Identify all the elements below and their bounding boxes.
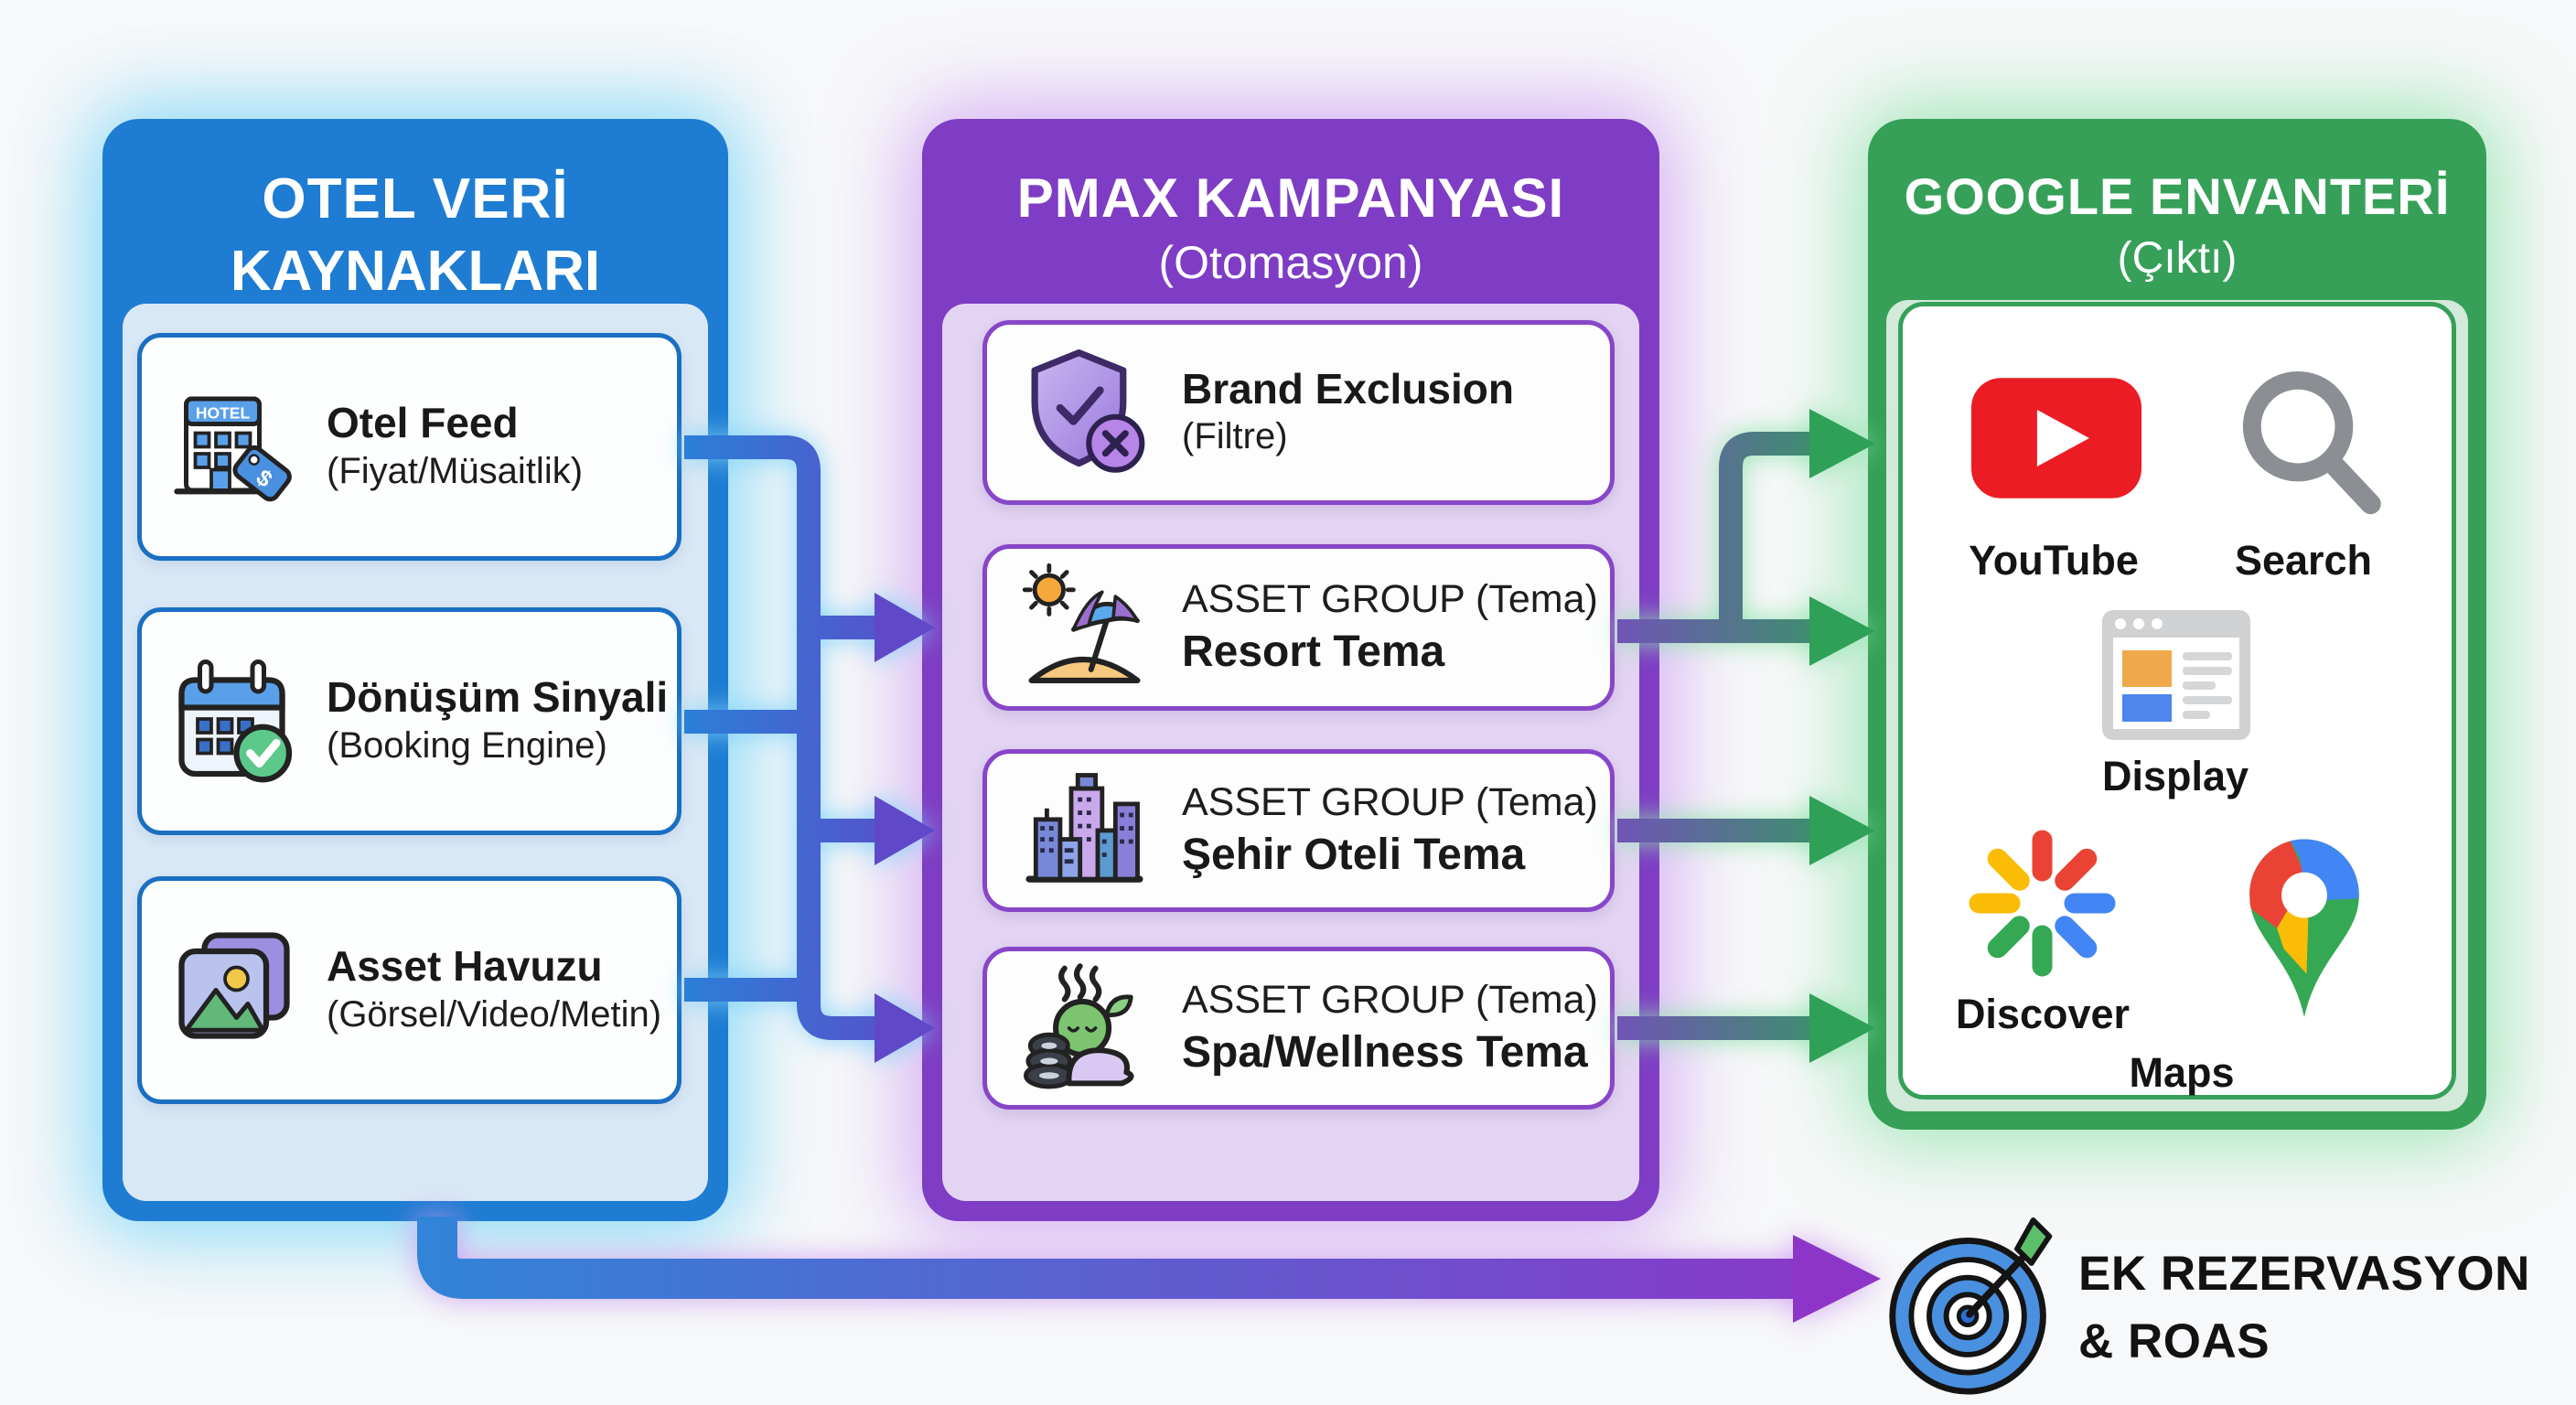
otel-feed-text: Otel Feed (Fiyat/Müsaitlik) bbox=[327, 399, 583, 495]
sehir-theme: Şehir Oteli Tema bbox=[1182, 830, 1526, 879]
asset-havuzu-subtitle: (Görsel/Video/Metin) bbox=[327, 993, 662, 1035]
svg-text:HOTEL: HOTEL bbox=[196, 403, 251, 422]
asset-havuzu-text: Asset Havuzu (Görsel/Video/Metin) bbox=[327, 942, 661, 1038]
resort-text: ASSET GROUP (Tema) Resort Tema bbox=[1182, 575, 1598, 680]
card-asset-group-sehir: ASSET GROUP (Tema) Şehir Oteli Tema bbox=[982, 749, 1615, 912]
resort-theme: Resort Tema bbox=[1182, 627, 1445, 676]
panel-pmax-campaign: PMAX KAMPANYASI (Otomasyon) bbox=[922, 119, 1659, 1221]
discover-label: Discover bbox=[1955, 991, 2131, 1037]
panel-google-inventory: GOOGLE ENVANTERİ (Çıktı) YouTube Search bbox=[1868, 119, 2486, 1130]
card-asset-group-spa: ASSET GROUP (Tema) Spa/Wellness Tema bbox=[982, 947, 1615, 1110]
otel-feed-title: Otel Feed bbox=[327, 399, 519, 447]
inventory-channels-card: YouTube Search bbox=[1898, 302, 2456, 1099]
spa-text: ASSET GROUP (Tema) Spa/Wellness Tema bbox=[1182, 976, 1598, 1080]
arrow-to-outcome bbox=[417, 1217, 1881, 1323]
donusum-sinyali-text: Dönüşüm Sinyali (Booking Engine) bbox=[327, 673, 668, 769]
brand-exclusion-subtitle: (Filtre) bbox=[1182, 416, 1288, 457]
sources-title-line1: OTEL VERİ bbox=[262, 167, 569, 231]
brand-exclusion-title: Brand Exclusion bbox=[1182, 364, 1514, 413]
otel-feed-subtitle: (Fiyat/Müsaitlik) bbox=[327, 450, 584, 491]
outcome-line2: & ROAS bbox=[2078, 1314, 2270, 1369]
sehir-group-label: ASSET GROUP (Tema) bbox=[1182, 780, 1598, 825]
brand-exclusion-text: Brand Exclusion (Filtre) bbox=[1182, 365, 1514, 461]
image-assets-icon bbox=[166, 919, 303, 1061]
discover-icon bbox=[1962, 823, 2122, 988]
card-asset-havuzu: Asset Havuzu (Görsel/Video/Metin) bbox=[137, 876, 682, 1104]
calendar-check-icon bbox=[166, 650, 303, 792]
resort-group-label: ASSET GROUP (Tema) bbox=[1182, 577, 1598, 622]
sehir-text: ASSET GROUP (Tema) Şehir Oteli Tema bbox=[1182, 778, 1598, 883]
donusum-sinyali-title: Dönüşüm Sinyali bbox=[327, 673, 669, 722]
hotel-icon: HOTEL $ bbox=[166, 376, 303, 518]
shield-exclusion-icon bbox=[1018, 344, 1151, 481]
spa-group-label: ASSET GROUP (Tema) bbox=[1182, 978, 1598, 1023]
maps-pin-icon bbox=[2235, 832, 2374, 1031]
spa-stones-icon bbox=[1018, 960, 1151, 1097]
campaign-panel-title: PMAX KAMPANYASI (Otomasyon) bbox=[922, 166, 1659, 296]
display-ad-icon bbox=[2102, 610, 2250, 745]
outcome-line1: EK REZERVASYON bbox=[2078, 1247, 2530, 1301]
spa-theme: Spa/Wellness Tema bbox=[1182, 1027, 1588, 1077]
search-icon bbox=[2230, 363, 2388, 531]
target-arrow-icon bbox=[1883, 1213, 2062, 1405]
campaign-title: PMAX KAMPANYASI bbox=[1016, 167, 1565, 229]
asset-havuzu-title: Asset Havuzu bbox=[327, 942, 603, 991]
youtube-label: YouTube bbox=[1969, 537, 2139, 584]
sources-title-line2: KAYNAKLARI bbox=[230, 240, 601, 304]
city-buildings-icon bbox=[1018, 762, 1151, 899]
sources-panel-title: OTEL VERİ KAYNAKLARI bbox=[102, 163, 728, 308]
beach-resort-icon bbox=[1018, 559, 1151, 696]
display-label: Display bbox=[2101, 753, 2249, 799]
inventory-panel-title: GOOGLE ENVANTERİ (Çıktı) bbox=[1868, 166, 2486, 292]
card-brand-exclusion: Brand Exclusion (Filtre) bbox=[982, 320, 1615, 505]
inventory-subtitle: (Çıktı) bbox=[2117, 234, 2238, 283]
donusum-sinyali-subtitle: (Booking Engine) bbox=[327, 724, 607, 766]
inventory-title: GOOGLE ENVANTERİ bbox=[1904, 167, 2451, 225]
outcome-text: EK REZERVASYON & ROAS bbox=[2078, 1240, 2530, 1376]
campaign-subtitle: (Otomasyon) bbox=[1158, 237, 1423, 288]
youtube-icon bbox=[1971, 378, 2141, 503]
card-asset-group-resort: ASSET GROUP (Tema) Resort Tema bbox=[982, 544, 1615, 711]
search-label: Search bbox=[2234, 537, 2373, 584]
card-otel-feed: HOTEL $ Otel Feed (Fiyat bbox=[137, 333, 682, 561]
maps-label: Maps bbox=[2129, 1049, 2235, 1096]
panel-hotel-data-sources: OTEL VERİ KAYNAKLARI HOTEL bbox=[102, 119, 728, 1221]
card-donusum-sinyali: Dönüşüm Sinyali (Booking Engine) bbox=[137, 607, 682, 835]
